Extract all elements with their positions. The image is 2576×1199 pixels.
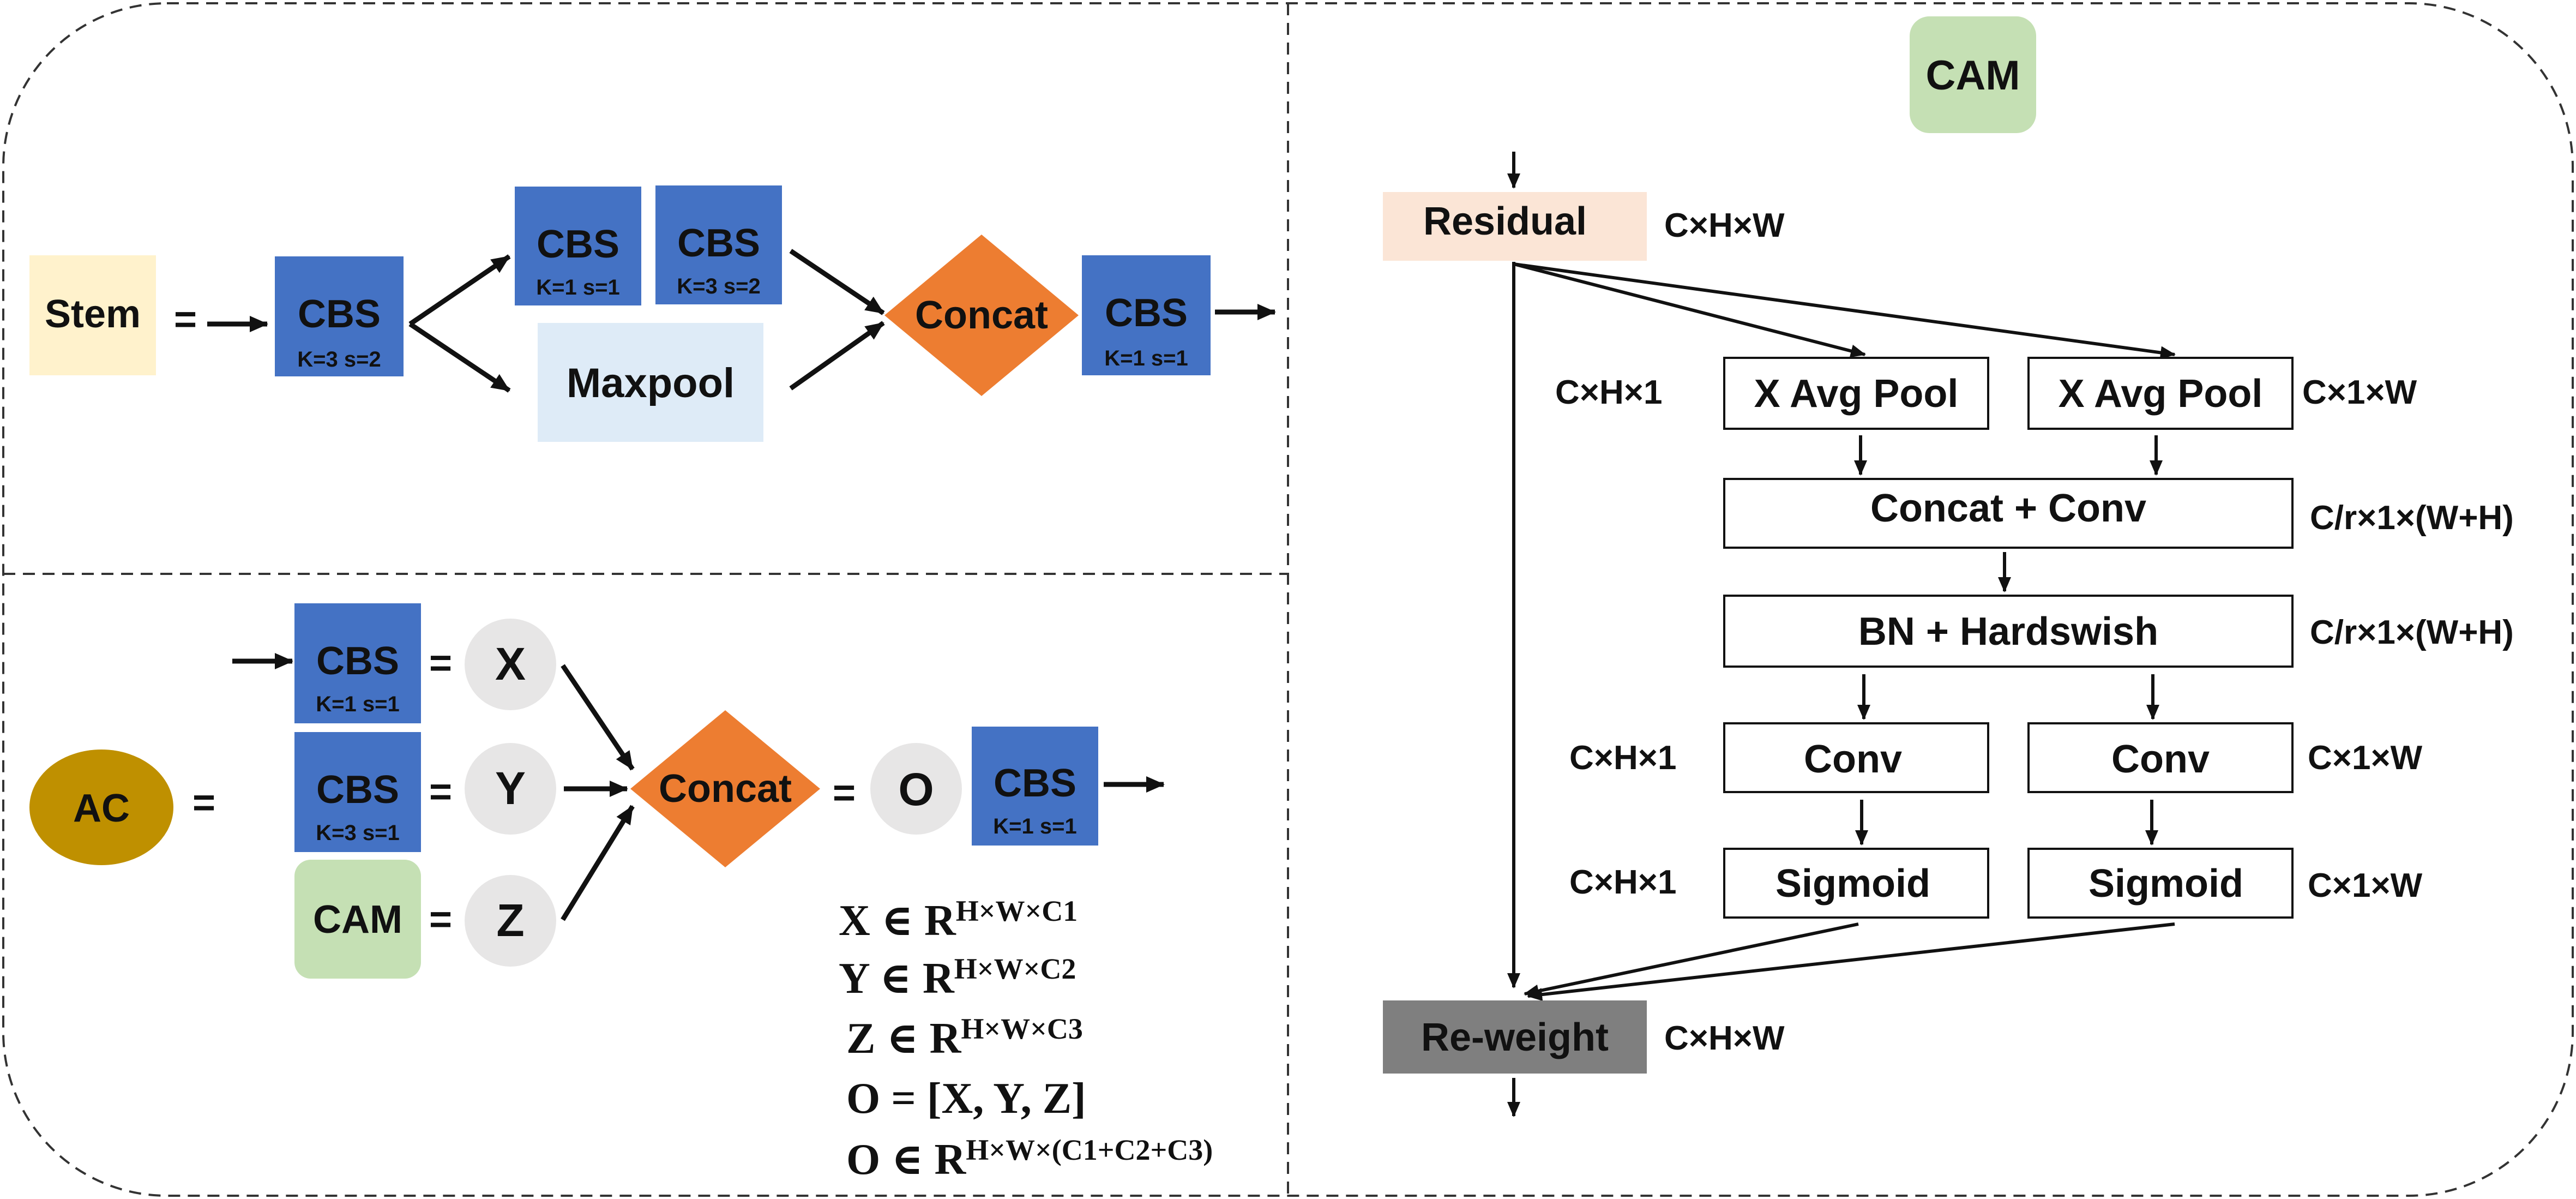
ac-equals: =: [192, 781, 215, 825]
ac-cbs-y-params: K=3 s=1: [316, 821, 399, 845]
stem-maxpool-label: Maxpool: [567, 360, 735, 406]
stem-section: Stem = CBS K=3 s=2 CBS K=1 s=1 CBS K=3 s…: [29, 185, 1276, 442]
formula-z: Z ∈ RH×W×C3: [846, 1012, 1083, 1063]
cam-title: CAM: [1925, 52, 2020, 99]
ac-cbs-x-params: K=1 s=1: [316, 692, 399, 716]
cam-arrow-to-right-pool: [1513, 262, 2176, 359]
cam-residual-label: Residual: [1423, 200, 1587, 243]
ac-cbs-x: [294, 603, 421, 723]
ac-cbs-y: [294, 732, 421, 852]
ac-arrow-z-concat: [561, 805, 635, 921]
cam-bn-hardswish-box: [1723, 595, 2294, 668]
ac-z-circle: [465, 875, 556, 967]
ac-arrow-x-concat: [561, 664, 635, 771]
stem-cbs-1-params: K=3 s=2: [297, 347, 381, 371]
cam-reweight-label: Re-weight: [1421, 1016, 1609, 1059]
stem-equals: =: [174, 298, 197, 341]
cam-reweight-box: [1383, 1000, 1647, 1074]
cam-sigmoid-right-label: Sigmoid: [2089, 862, 2243, 906]
cam-reweight-dim: C×H×W: [1664, 1020, 1785, 1057]
ac-y-label: Y: [495, 763, 526, 814]
ac-cbs-out-title: CBS: [994, 762, 1076, 805]
stem-cbs-out-title: CBS: [1105, 291, 1188, 335]
stem-cbs-b-title: CBS: [677, 221, 760, 265]
ac-cbs-x-title: CBS: [316, 639, 399, 683]
cam-concat-conv-label: Concat + Conv: [1870, 487, 2146, 530]
cam-x-avg-pool-right-label: X Avg Pool: [2059, 372, 2263, 416]
ac-cam-label: CAM: [313, 898, 402, 942]
cam-bn-hardswish-label: BN + Hardswish: [1858, 610, 2158, 654]
ac-cam-box: [294, 860, 421, 979]
stem-cbs-a: [515, 187, 641, 305]
stem-arrow-to-concat-2: [789, 321, 885, 391]
cam-dim-sig-left: C×H×1: [1569, 864, 1676, 901]
cam-conv-left-label: Conv: [1804, 738, 1902, 781]
cam-sigmoid-left: [1723, 848, 1989, 919]
stem-concat-diamond: [884, 235, 1079, 396]
cam-dim-sig-right: C×1×W: [2308, 867, 2423, 904]
cam-conv-right-label: Conv: [2111, 738, 2210, 781]
ac-eq-z: =: [429, 898, 452, 942]
cam-arrow-sig-left-reweight: [1524, 922, 1859, 998]
cam-arrow-to-left-pool: [1513, 262, 1866, 358]
cam-concat-conv-box: [1723, 478, 2294, 549]
cam-x-avg-pool-left-label: X Avg Pool: [1754, 372, 1959, 416]
cam-residual-dim: C×H×W: [1664, 207, 1785, 244]
ac-o-label: O: [898, 764, 934, 815]
stem-arrow-to-concat-1: [789, 249, 885, 315]
cam-conv-right: [2027, 722, 2294, 793]
ac-y-circle: [465, 743, 556, 835]
formula-o-concat: O = [X, Y, Z]: [846, 1075, 1086, 1123]
ac-eq-x: =: [429, 642, 452, 685]
ac-label-ellipse: [29, 750, 173, 865]
formula-x: X ∈ RH×W×C1: [839, 895, 1078, 945]
cam-x-avg-pool-right: [2027, 357, 2294, 430]
stem-cbs-1-title: CBS: [298, 292, 381, 336]
cam-dim-right-pool: C×1×W: [2302, 374, 2417, 411]
cam-dim-bn: C/r×1×(W+H): [2310, 614, 2514, 651]
stem-maxpool: [538, 323, 763, 442]
ac-x-circle: [465, 619, 556, 710]
stem-concat-label: Concat: [915, 293, 1048, 337]
ac-cbs-out-params: K=1 s=1: [993, 814, 1076, 838]
stem-label: Stem: [45, 292, 141, 336]
cam-arrow-sig-right-reweight: [1527, 922, 2175, 1002]
ac-x-label: X: [495, 638, 526, 690]
ac-concat-diamond: [630, 710, 820, 867]
stem-cbs-b-params: K=3 s=2: [677, 274, 760, 298]
stem-cbs-out: [1082, 255, 1211, 375]
stem-label-box: [29, 255, 156, 375]
cam-dim-conv-right: C×1×W: [2308, 739, 2423, 777]
formula-y: Y ∈ RH×W×C2: [839, 952, 1076, 1003]
cam-dim-conv-left: C×H×1: [1569, 739, 1676, 777]
cam-dim-left-pool: C×H×1: [1555, 374, 1662, 411]
ac-eq-o: =: [833, 771, 856, 815]
ac-cbs-out: [972, 727, 1098, 846]
cam-sigmoid-right: [2027, 848, 2294, 919]
stem-cbs-1: [275, 256, 404, 376]
cam-residual-box: [1383, 192, 1647, 261]
cam-sigmoid-left-label: Sigmoid: [1775, 862, 1930, 906]
cam-x-avg-pool-left: [1723, 357, 1989, 430]
formula-o: O ∈ RH×W×(C1+C2+C3): [846, 1134, 1213, 1184]
ac-section: AC = CBS K=1 s=1 CBS K=3 s=1 CAM = = = X…: [29, 603, 1213, 1184]
ac-cbs-y-title: CBS: [316, 768, 399, 812]
stem-arrow-down: [408, 322, 511, 393]
cam-title-box: [1910, 16, 2036, 133]
ac-o-circle: [870, 743, 962, 835]
cam-section: CAM Residual C×H×W X Avg Pool X Avg Pool…: [1383, 16, 2514, 1117]
cam-dim-concat: C/r×1×(W+H): [2310, 499, 2514, 537]
stem-cbs-a-title: CBS: [537, 223, 619, 266]
ac-label: AC: [73, 787, 130, 830]
stem-cbs-b: [655, 185, 782, 304]
ac-formulas: X ∈ RH×W×C1 Y ∈ RH×W×C2 Z ∈ RH×W×C3 O = …: [839, 895, 1213, 1184]
ac-z-label: Z: [496, 895, 524, 946]
stem-cbs-a-params: K=1 s=1: [536, 275, 619, 299]
stem-arrow-up: [408, 254, 511, 326]
ac-eq-y: =: [429, 770, 452, 814]
stem-cbs-out-params: K=1 s=1: [1104, 346, 1188, 370]
cam-conv-left: [1723, 722, 1989, 793]
ac-concat-label: Concat: [659, 767, 792, 811]
